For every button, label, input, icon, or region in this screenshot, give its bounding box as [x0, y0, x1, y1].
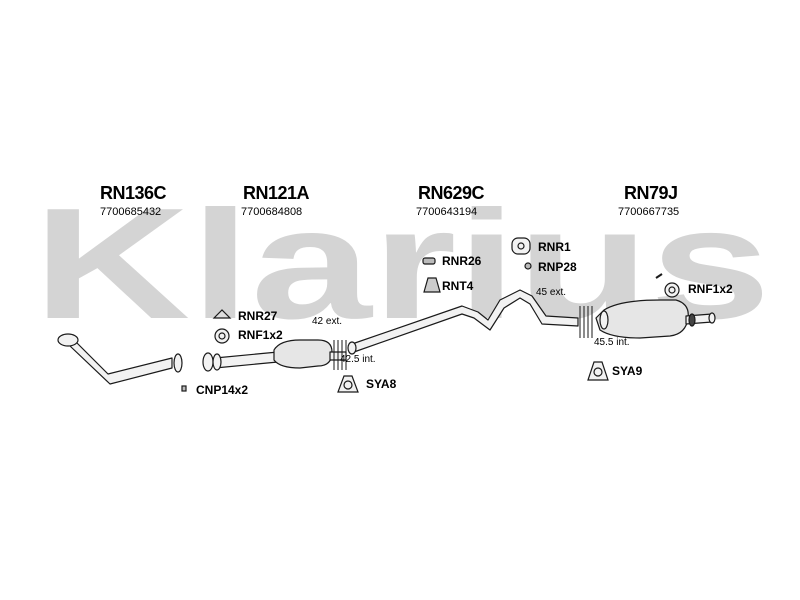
clamp-icon-left — [202, 352, 222, 372]
part-title-rn136c: RN136C — [100, 183, 167, 203]
rubber-mount-icon-sya9 — [587, 361, 609, 381]
label-sya9: SYA9 — [612, 364, 643, 378]
label-rnt4: RNT4 — [442, 279, 474, 293]
label-rnr1: RNR1 — [538, 240, 571, 254]
part-number-rn79j: 7700667735 — [618, 206, 680, 218]
label-cnp14x2: CNP14x2 — [196, 383, 249, 397]
buffer-icon-rnp28 — [524, 262, 532, 270]
dimension-42-ext: 42 ext. — [312, 316, 343, 327]
centre-pipe — [347, 289, 579, 355]
dimension-42-5-int: 42.5 int. — [340, 354, 376, 365]
rubber-mount-icon-sya8 — [337, 375, 359, 393]
part-title-rn79j: RN79J — [624, 183, 678, 203]
dimension-45-ext: 45 ext. — [536, 287, 567, 298]
mount-icon-rnr1 — [511, 237, 531, 255]
label-sya8: SYA8 — [366, 377, 397, 391]
intermediate-silencer — [214, 339, 347, 369]
label-rnp28: RNP28 — [538, 260, 577, 274]
label-rnf1x2-right: RNF1x2 — [688, 282, 733, 296]
joint-marks — [333, 306, 593, 370]
front-pipe — [57, 333, 183, 385]
rear-silencer — [595, 299, 716, 339]
label-rnr27: RNR27 — [238, 309, 278, 323]
flange-icon — [57, 333, 79, 347]
label-rnf1x2-left: RNF1x2 — [238, 328, 283, 342]
ring-icon-rnf1x2-left — [214, 328, 230, 344]
dimension-45-5-int: 45.5 int. — [594, 337, 630, 348]
gasket-icon-cnp14x2 — [181, 385, 187, 392]
part-title-rn121a: RN121A — [243, 183, 310, 203]
part-number-rn121a: 7700684808 — [241, 206, 303, 218]
clamp-icon-rnr27 — [212, 309, 232, 319]
bracket-icon-rnt4 — [423, 277, 441, 293]
ring-icon-rnf1x2-right — [655, 273, 680, 298]
part-title-rn629c: RN629C — [418, 183, 485, 203]
part-number-rn629c: 7700643194 — [416, 206, 478, 218]
label-rnr26: RNR26 — [442, 254, 482, 268]
part-number-rn136c: 7700685432 — [100, 206, 162, 218]
hanger-icon-rnr26 — [422, 257, 436, 265]
